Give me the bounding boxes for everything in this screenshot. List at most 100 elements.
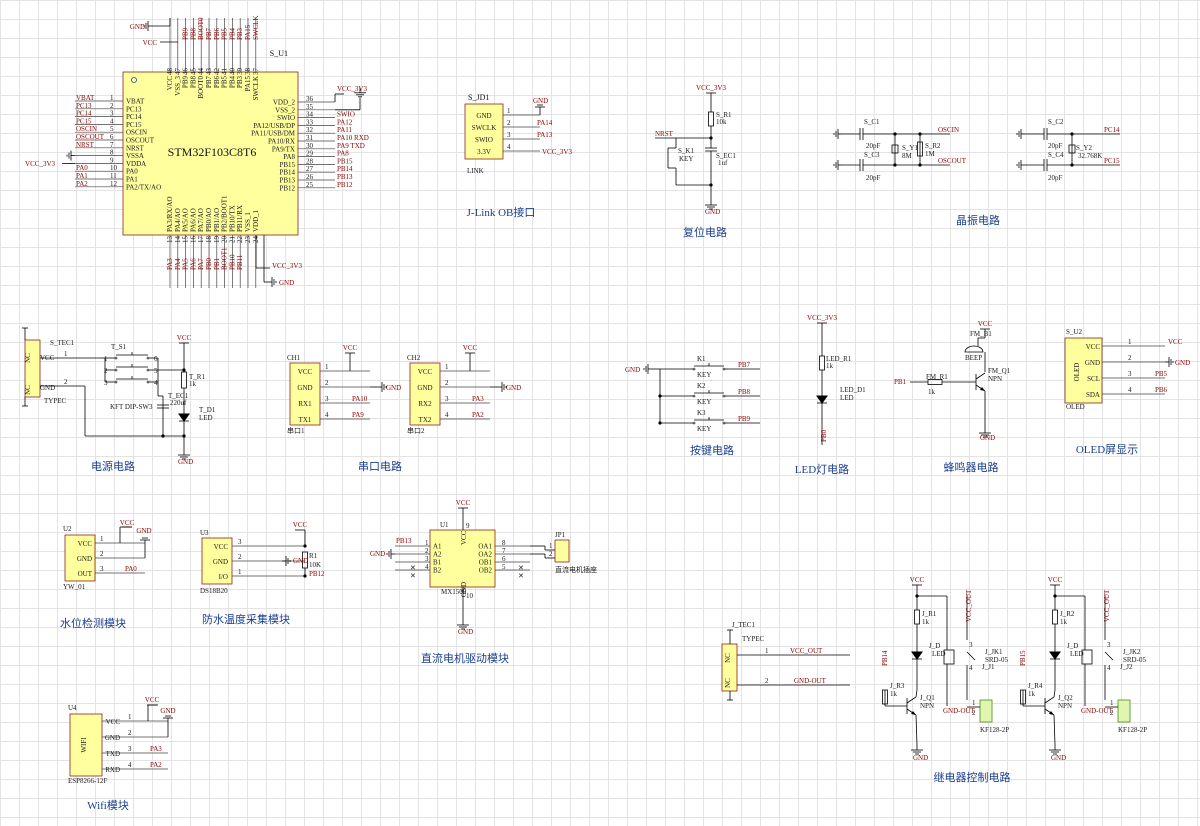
temp-gnd-label: GND [293,557,308,565]
mcu-net-label: PA6 [189,258,197,270]
relay-coil [1081,649,1093,665]
motor-jp-label: 直流电机插座 [555,565,597,574]
mcu-pin-name: PB10/TX [228,205,236,232]
crystal-y2 [1068,144,1076,154]
led-diode [911,651,923,660]
mcu-pin-name: PA11/USB/DM [251,130,296,138]
wifi-ref: U4 [68,704,77,712]
wifi-part: ESP8266-12F [68,777,107,785]
relay-gout-label: GND-OUT [943,707,976,715]
wire [966,651,976,661]
mcu-pin-number: 32 [306,126,314,134]
mcu-pin-number: 31 [306,134,314,142]
motor-pin-name: OB1 [479,559,493,567]
crystal-y2-ref: S_Y2 [1076,144,1092,152]
jlink-pin-name: 3.3V [477,148,491,156]
oled-net-label: PB5 [1155,370,1168,378]
junction [709,136,713,140]
mcu-net-label: BOOT0 [197,17,205,40]
water-pin-name: VCC [78,540,93,548]
mcu-net-label: PA0 [76,164,88,172]
mcu-pin-number: 36 [306,95,314,103]
mcu-net-label: PB3 [236,27,244,40]
switch [114,380,118,384]
switch [692,394,696,398]
relay-vout-label: VCC_OUT [965,589,973,622]
temp-vcc-label: VCC [293,521,308,529]
mcu-pin-number: 9 [110,156,114,164]
wire [915,714,918,746]
uart-pin-name: GND [297,384,312,392]
motor-jp-pin: 2 [549,550,553,558]
motor-pin-name: A2 [433,551,442,559]
mcu-pin-name: VSSA [126,152,144,160]
mcu-net-label: GND [130,23,145,31]
oled-chip-body [1064,337,1103,404]
power-switch-pin: 3 [104,379,108,387]
wifi-title: Wifi模块 [87,799,129,812]
mcu-pin-name: VDDA [126,160,146,168]
uart-title: 串口电路 [358,460,402,473]
led-diode-ref: LED_D1 [840,386,866,394]
crystal-y1-ref: S_Y1 [902,144,918,152]
mcu-pin-number: 7 [110,141,114,149]
resistor [1020,689,1026,705]
npn-transistor [980,387,985,391]
power-gnd-pin: GND [40,384,55,392]
power-resistor-value: 1k [189,380,197,388]
relay-vout-label: VCC_OUT [1103,589,1111,622]
mcu-net-label: PC15 [76,117,92,125]
power-pin-number: 2 [64,378,68,386]
uart-pin-name: VCC [418,368,433,376]
buzzer-ref: FM_B1 [970,330,992,338]
jlink-pin-number: 1 [507,107,511,115]
mcu-pin-name: PA1 [126,176,138,184]
crystal-oscout-label: OSCOUT [938,157,967,165]
mcu-pin-name: VCC [166,76,174,91]
motor-chip-body [429,529,496,588]
mcu-pin-number: 26 [306,173,314,181]
junction [658,421,662,425]
mcu-pin-name: PA7/AO [197,208,205,232]
uart-pin-number: 3 [445,395,449,403]
power-switch-value: KFT DIP-SW3 [110,403,153,411]
oled-pin-number: 2 [1128,354,1132,362]
motor-pin-number: 8 [502,539,506,547]
crystal-c3-value: 20pF [866,174,881,182]
mcu-pin-number: 23 [244,236,252,244]
oled-net-label: GND [1175,359,1190,367]
power-switch-pin: 2 [104,367,108,375]
mcu-pin-number: 13 [166,236,174,244]
led-resistor-ref: LED_R1 [826,355,852,363]
mcu-net-label: PA2 [76,180,88,188]
keys-title: 按键电路 [690,443,734,457]
mcu-net-label: BOOT1 [221,247,229,270]
power-switch-ref: T_S1 [111,343,127,351]
mcu-pin-number: 15 [182,236,190,244]
relay-value: SRD-05 [1123,656,1146,664]
relay-typec-body [721,643,738,692]
wifi-pin-name: TXD [106,750,120,758]
jlink-pin-name: SWIO [475,136,493,144]
crystal-c3-ref: S_C3 [864,151,880,159]
relay-pin-number: 1 [1110,699,1114,707]
uart-net-label: PA10 [352,395,368,403]
water-gnd-label: GND [136,527,151,535]
mcu-pin-number: 11 [110,172,117,180]
mcu-pin-name: VDD_1 [252,209,260,232]
junction [893,163,897,167]
key-net-label: PB7 [738,361,751,369]
wifi-pin-name: RXD [105,766,120,774]
mcu-ref: S_U1 [270,49,288,58]
junction [182,434,186,438]
motor-pin-number: 4 [425,563,429,571]
resistor [181,371,187,389]
uart-pin-name: RX2 [418,400,432,408]
temp-pin-name: I/O [219,573,228,581]
wire [1053,714,1056,746]
npn-transistor [975,372,986,380]
power-resistor-ref: T_R1 [189,373,205,381]
reset-cap-value: 1uf [718,159,728,167]
uart-pin-number: 1 [445,363,449,371]
mcu-pin-number: 10 [110,164,118,172]
